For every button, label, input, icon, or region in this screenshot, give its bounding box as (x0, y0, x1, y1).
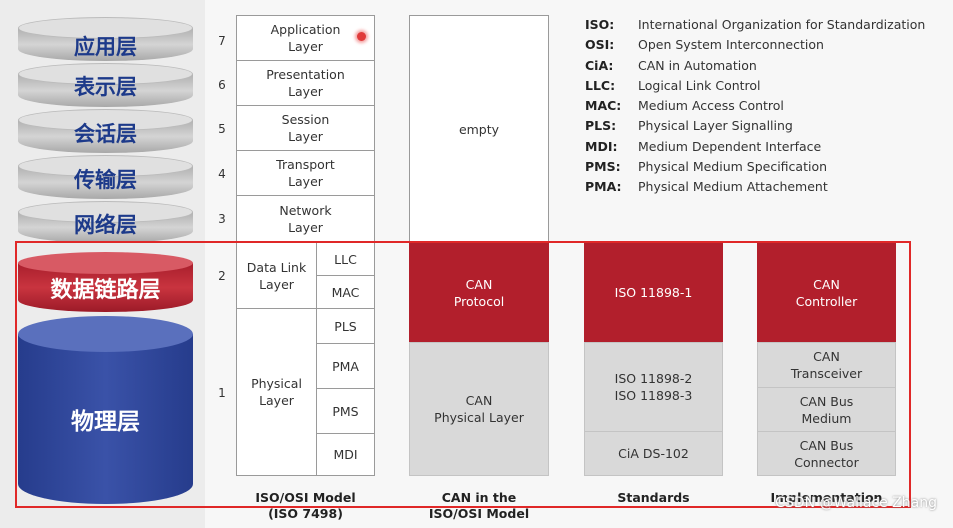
legend-key: ISO: (585, 17, 615, 32)
layer-number: 7 (218, 34, 226, 48)
sublayer-mac: MAC (316, 275, 375, 309)
cylinder-transport: 传输层 (18, 155, 193, 199)
sublayer-pms: PMS (316, 388, 375, 434)
osi-application-layer: Application Layer (236, 15, 375, 61)
layer-number: 6 (218, 78, 226, 92)
legend-key: PMA: (585, 179, 622, 195)
cylinder-label: 数据链路层 (50, 278, 161, 303)
legend-value: Physical Medium Attachement (638, 179, 828, 195)
standard-cia-ds-102: CiA DS-102 (584, 431, 723, 476)
legend-key: PMS: (585, 159, 621, 175)
legend-row: MDI: Medium Dependent Interface (585, 139, 925, 159)
layer-number: 3 (218, 212, 226, 226)
legend-key: LLC: (585, 77, 616, 93)
legend-row: OSI: Open System Interconnection (585, 37, 925, 57)
legend-key: MDI: (585, 138, 618, 154)
cylinder-label: 应用层 (74, 35, 137, 59)
standard-iso-11898-2-3: ISO 11898-2 ISO 11898-3 (584, 342, 723, 432)
legend-key: PLS: (585, 118, 617, 134)
can-protocol: CAN Protocol (409, 242, 549, 343)
impl-can-bus-medium: CAN Bus Medium (757, 387, 896, 432)
legend-value: Medium Access Control (638, 98, 784, 114)
cylinder-label: 物理层 (71, 409, 140, 435)
legend-row: PMA: Physical Medium Attachement (585, 179, 925, 199)
cylinder-label: 传输层 (74, 168, 137, 192)
column-title-osi: ISO/OSI Model (ISO 7498) (255, 490, 356, 521)
impl-can-transceiver: CAN Transceiver (757, 342, 896, 388)
legend-key: CiA: (585, 57, 614, 73)
legend-value: International Organization for Standardi… (638, 17, 926, 32)
sublayer-pma: PMA (316, 343, 375, 389)
can-empty-layers: empty (409, 15, 549, 243)
osi-session-layer: Session Layer (236, 105, 375, 151)
legend-value: Physical Layer Signalling (638, 118, 793, 134)
osi-data-link-layer: Data Link Layer (236, 242, 317, 309)
standard-iso-11898-1: ISO 11898-1 (584, 242, 723, 343)
column-title-standards: Standards (617, 490, 690, 505)
column-title-can-model: CAN in the ISO/OSI Model (428, 490, 530, 521)
column-title-implementation: Implementation (770, 490, 883, 505)
legend-key: MAC: (585, 98, 622, 114)
legend-row: MAC: Medium Access Control (585, 98, 925, 118)
layer-number: 4 (218, 167, 226, 181)
layer-number: 2 (218, 269, 226, 283)
cylinder-network: 网络层 (18, 201, 193, 243)
impl-can-controller: CAN Controller (757, 242, 896, 343)
legend-row: PMS: Physical Medium Specification (585, 159, 925, 179)
cylinder-label: 表示层 (74, 75, 137, 99)
abbreviation-legend: ISO: International Organization for Stand… (585, 17, 925, 200)
cylinder-application: 应用层 (18, 17, 193, 61)
cylinder-session: 会话层 (18, 109, 193, 153)
osi-transport-layer: Transport Layer (236, 150, 375, 196)
legend-row: PLS: Physical Layer Signalling (585, 118, 925, 138)
sublayer-mdi: MDI (316, 433, 375, 476)
legend-value: Physical Medium Specification (638, 159, 828, 175)
watermark: CSDN @Wallace Zhang (775, 495, 937, 511)
cylinder-physical: 物理层 (18, 316, 193, 504)
sublayer-pls: PLS (316, 308, 375, 344)
legend-value: Logical Link Control (638, 77, 761, 93)
legend-value: CAN in Automation (638, 57, 757, 73)
legend-row: LLC: Logical Link Control (585, 78, 925, 98)
cylinder-data-link: 数据链路层 (18, 252, 193, 312)
cylinder-label: 网络层 (74, 213, 137, 237)
cylinder-label: 会话层 (74, 122, 137, 146)
layer-number: 1 (218, 386, 226, 400)
cylinder-presentation: 表示层 (18, 63, 193, 107)
impl-can-bus-connector: CAN Bus Connector (757, 431, 896, 476)
layer-number: 5 (218, 122, 226, 136)
cursor-dot (357, 32, 366, 41)
legend-key: OSI: (585, 37, 615, 53)
legend-value: Open System Interconnection (638, 37, 824, 53)
osi-presentation-layer: Presentation Layer (236, 60, 375, 106)
legend-value: Medium Dependent Interface (638, 138, 822, 154)
legend-row: ISO: International Organization for Stand… (585, 17, 925, 37)
legend-row: CiA: CAN in Automation (585, 58, 925, 78)
can-physical-layer: CAN Physical Layer (409, 342, 549, 476)
osi-physical-layer: Physical Layer (236, 308, 317, 476)
osi-network-layer: Network Layer (236, 195, 375, 243)
highlight-frame (15, 241, 911, 508)
